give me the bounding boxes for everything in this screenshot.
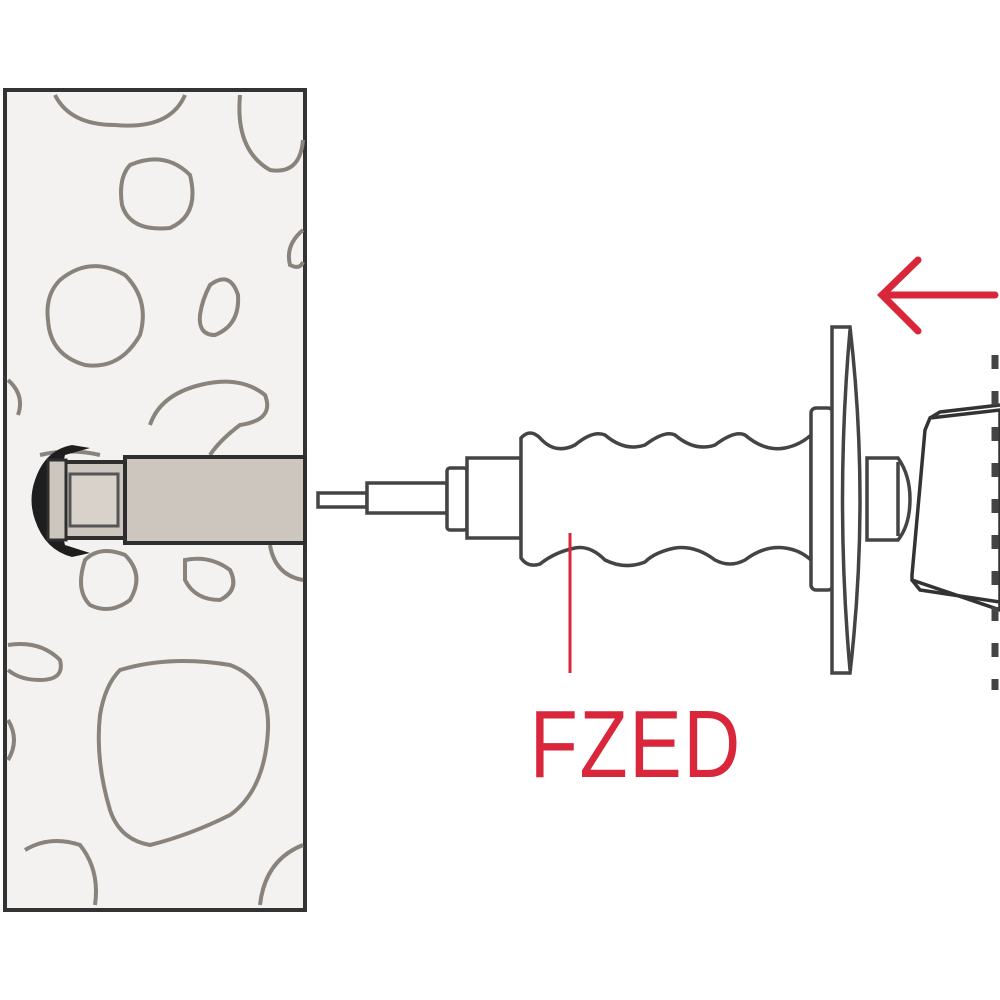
fzed-anchor [316,325,912,675]
nut [865,456,912,542]
setting-tool [910,403,1000,612]
product-label: FZED [529,691,742,798]
corrugated-sleeve [519,431,813,568]
washer-disc [830,325,862,675]
arrow-left-icon [877,256,999,335]
aggregate-stones [6,94,305,906]
anchor-sleeve-in-hole [31,445,307,557]
